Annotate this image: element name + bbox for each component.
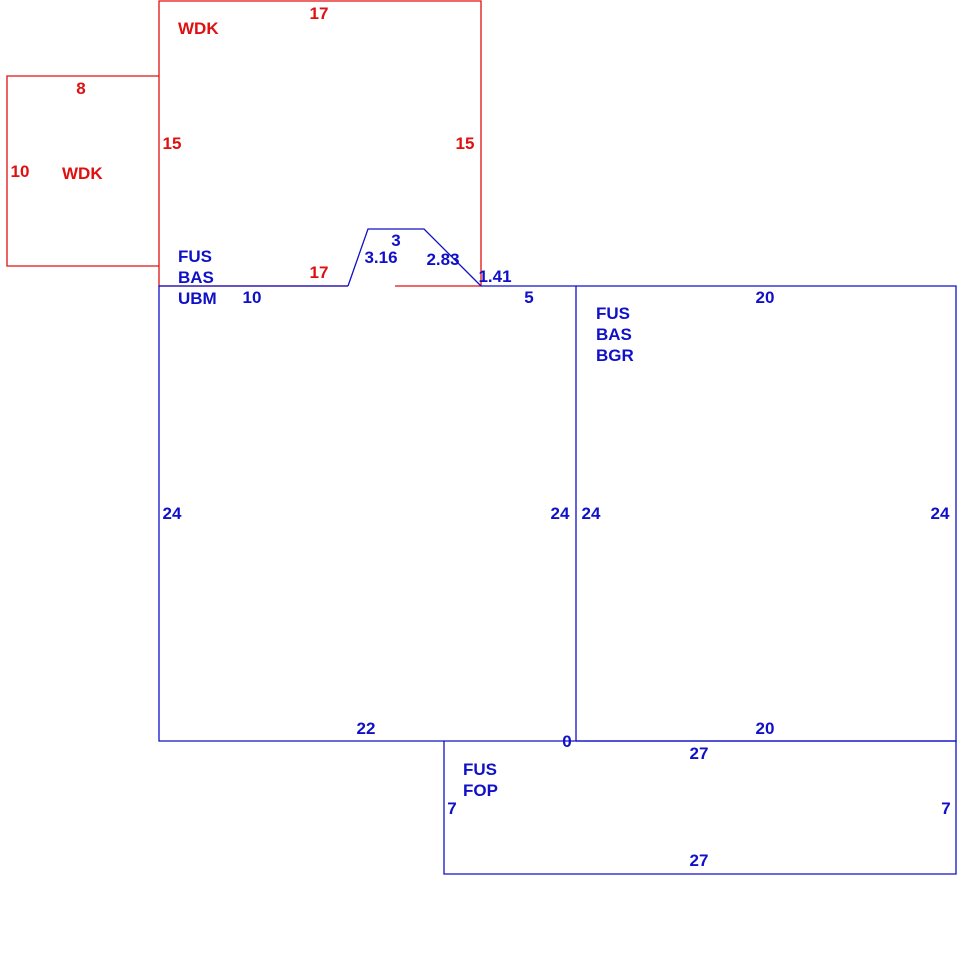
bgr-code-1: FUS	[596, 304, 630, 323]
ubm-outline	[158, 285, 577, 742]
bgr-code-3: BGR	[596, 346, 634, 365]
bay-dim-top: 3	[391, 231, 400, 250]
fop-code-2: FOP	[463, 781, 498, 800]
ubm-code-3: UBM	[178, 289, 217, 308]
bay-dim-corner: 1.41	[478, 267, 511, 286]
wdk-main-code: WDK	[178, 19, 219, 38]
wdk-small-dim-left: 10	[11, 162, 30, 181]
fop-dim-right: 7	[941, 799, 950, 818]
wdk-small-dim-top: 8	[76, 79, 85, 98]
fop-dim-left: 7	[447, 799, 456, 818]
fop-dim-bottom: 27	[690, 851, 709, 870]
wdk-main-dim-bottom: 17	[310, 263, 329, 282]
ubm-dim-top-left: 10	[243, 288, 262, 307]
wdk-main-dim-top: 17	[310, 4, 329, 23]
bay-outline	[347, 228, 482, 287]
ubm-code-2: BAS	[178, 268, 214, 287]
wdk-main-outline	[158, 0, 482, 287]
fop-dim-top: 27	[690, 744, 709, 763]
fop-outline	[443, 740, 957, 875]
bay-dim-left-slope: 3.16	[364, 248, 397, 267]
bgr-dim-right: 24	[931, 504, 950, 523]
wdk-small-code: WDK	[62, 164, 103, 183]
bgr-dim-left: 24	[582, 504, 601, 523]
ubm-code-1: FUS	[178, 247, 212, 266]
ubm-dim-right: 24	[551, 504, 570, 523]
bgr-code-2: BAS	[596, 325, 632, 344]
bay-dim-right-slope: 2.83	[426, 250, 459, 269]
wdk-small-outline	[6, 75, 159, 267]
ubm-dim-bottom: 22	[357, 719, 376, 738]
ubm-dim-left: 24	[163, 504, 182, 523]
wdk-main-dim-left: 15	[163, 134, 182, 153]
wdk-main-dim-right: 15	[456, 134, 475, 153]
bgr-dim-top: 20	[756, 288, 775, 307]
ubm-dim-top-right: 5	[524, 288, 533, 307]
fop-code-1: FUS	[463, 760, 497, 779]
bgr-dim-bottom: 20	[756, 719, 775, 738]
ubm-dim-corner: 0	[562, 732, 571, 751]
